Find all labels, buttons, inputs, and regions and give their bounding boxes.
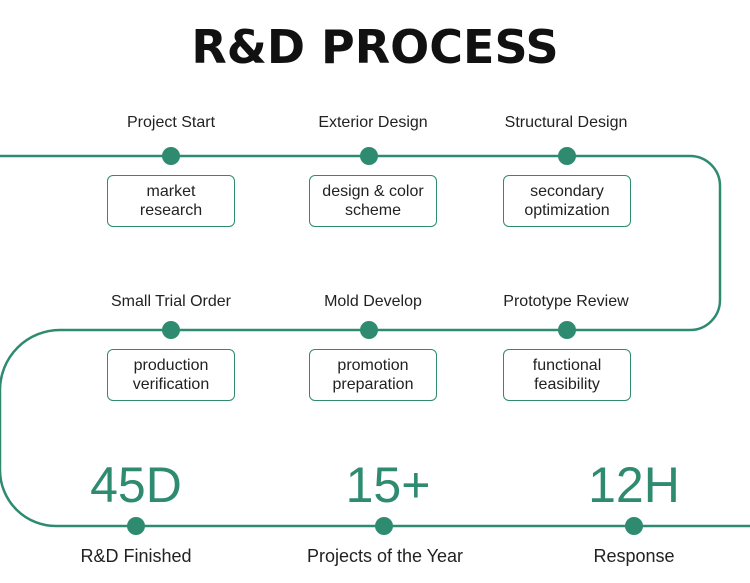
step-box-promotion-preparation: promotion preparation — [309, 349, 437, 401]
step-label-small-trial-order: Small Trial Order — [110, 293, 232, 310]
step-node-prototype-review — [558, 321, 576, 339]
stat-value-projects-of-year: 15+ — [345, 457, 431, 513]
page-title: R&D PROCESS — [191, 20, 559, 74]
stat-label-response: Response — [593, 546, 675, 566]
step-label-project-start: Project Start — [126, 114, 216, 131]
step-node-small-trial-order — [162, 321, 180, 339]
step-node-structural-design — [558, 147, 576, 165]
step-label-structural-design: Structural Design — [504, 114, 628, 131]
step-node-mold-develop — [360, 321, 378, 339]
step-box-design-color-scheme: design & color scheme — [309, 175, 437, 227]
stat-node-rd-finished — [127, 517, 145, 535]
stat-value-response: 12H — [588, 457, 680, 513]
step-node-exterior-design — [360, 147, 378, 165]
stat-label-projects-of-year: Projects of the Year — [306, 546, 464, 566]
stat-label-rd-finished: R&D Finished — [80, 546, 192, 566]
step-box-secondary-optimization: secondary optimization — [503, 175, 631, 227]
stat-node-response — [625, 517, 643, 535]
step-box-functional-feasibility: functional feasibility — [503, 349, 631, 401]
step-box-market-research: market research — [107, 175, 235, 227]
step-label-mold-develop: Mold Develop — [324, 293, 422, 310]
step-label-prototype-review: Prototype Review — [503, 293, 629, 310]
step-label-exterior-design: Exterior Design — [318, 114, 428, 131]
stat-value-rd-finished: 45D — [90, 457, 182, 513]
step-node-project-start — [162, 147, 180, 165]
stat-node-projects-of-year — [375, 517, 393, 535]
step-box-production-verification: production verification — [107, 349, 235, 401]
